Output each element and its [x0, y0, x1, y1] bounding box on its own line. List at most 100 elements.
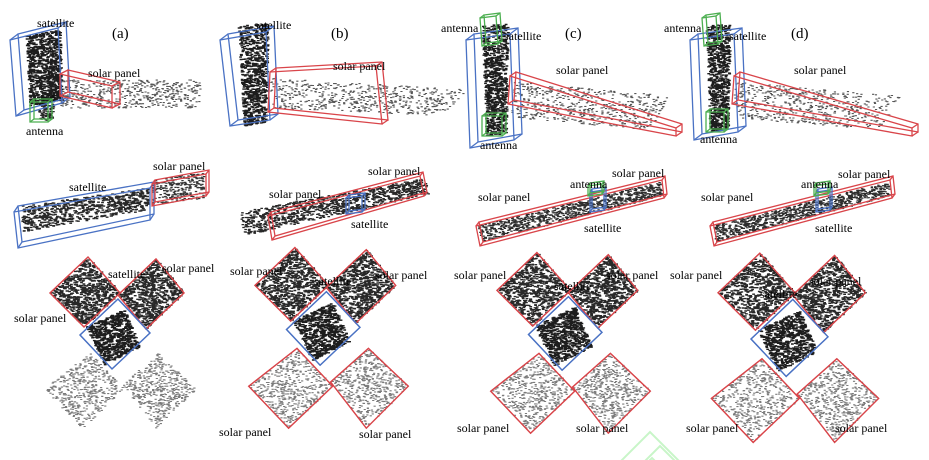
point-cloud [46, 353, 124, 428]
label-antenna: antenna [441, 21, 479, 35]
antenna-box [587, 182, 591, 187]
point-cloud [705, 24, 732, 132]
satellite-box [361, 192, 366, 197]
solar-panel-box [479, 241, 484, 247]
solar-panel-box [117, 258, 185, 330]
solar-panel-box [571, 352, 652, 435]
solar-panel-box [151, 179, 156, 185]
satellite-box [465, 33, 475, 41]
label-satellite: satellite [69, 180, 107, 194]
solar-panel-box [205, 169, 210, 175]
label-solar-panel: solar panel [368, 164, 421, 178]
label-solar-panel: solar panel [809, 274, 862, 288]
label-satellite: satellite [504, 29, 542, 43]
solar-panel-box [796, 357, 880, 444]
point-cloud [511, 82, 669, 130]
point-cloud [573, 355, 650, 432]
satellite-box [829, 206, 833, 211]
watermark [620, 430, 680, 460]
label-solar-panel: solar panel [670, 268, 723, 282]
label-antenna: antenna [570, 177, 608, 191]
solar-panel-box [329, 347, 410, 430]
point-cloud [250, 350, 333, 427]
label-solar-panel: solar panel [606, 268, 659, 282]
point-cloud [712, 360, 799, 441]
panel-b-row1 [219, 23, 465, 127]
panel-c-row3 [489, 251, 652, 435]
point-cloud [21, 188, 151, 232]
satellite-box [815, 208, 819, 213]
label-satellite: satellite [554, 279, 592, 293]
solar-panel-box [267, 107, 275, 113]
label-satellite: satellite [729, 29, 767, 43]
label-satellite: satellite [254, 18, 292, 32]
label-solar-panel: solar panel [576, 421, 629, 435]
solar-panel-box [111, 81, 121, 87]
label-satellite: satellite [108, 267, 146, 281]
point-cloud [237, 23, 270, 127]
antenna-box [501, 132, 507, 137]
solar-panel-box [733, 71, 741, 77]
antenna-box [723, 128, 729, 133]
watermark-arrow [620, 430, 680, 460]
satellite-box [509, 27, 519, 35]
label-satellite: satellite [760, 287, 798, 301]
panel-c-row2 [475, 175, 668, 247]
satellite-box [527, 295, 603, 372]
solar-panel-box [419, 171, 424, 177]
solar-panel-box [889, 175, 894, 181]
solar-panel-box [423, 191, 428, 197]
satellite-box [17, 241, 23, 249]
solar-panel-box [269, 67, 277, 73]
solar-panel-box [475, 221, 480, 227]
solar-panel-box [713, 241, 718, 247]
point-cloud [118, 259, 184, 329]
solar-panel-box [911, 123, 919, 129]
antenna-box [495, 12, 501, 17]
point-cloud [793, 256, 867, 333]
solar-panel-box [271, 235, 276, 241]
satellite-box [345, 194, 350, 199]
point-cloud [758, 311, 818, 372]
label-solar-panel: solar panel [230, 264, 283, 278]
solar-panel-box [111, 103, 121, 109]
antenna-box [703, 42, 709, 47]
solar-panel-box [267, 211, 272, 217]
label-antenna: antenna [26, 124, 64, 138]
point-cloud [151, 173, 206, 205]
solar-panel-box [507, 99, 515, 105]
point-cloud [86, 310, 141, 366]
satellite-box [149, 213, 155, 221]
satellite-box [265, 25, 275, 33]
satellite-box [345, 210, 350, 215]
label-antenna: antenna [700, 132, 738, 146]
satellite-box [15, 109, 25, 117]
panel-a-row1 [9, 21, 202, 123]
satellite-box [13, 205, 19, 213]
label-antenna: antenna [664, 21, 702, 35]
panel-b-row3 [247, 246, 410, 430]
solar-panel-box [329, 347, 410, 430]
label-satellite: satellite [37, 16, 75, 30]
label-solar-panel: solar panel [162, 261, 215, 275]
satellite-box [589, 208, 593, 213]
antenna-box [601, 190, 605, 195]
panel-d-row1 [689, 12, 919, 141]
point-cloud [569, 256, 639, 329]
antenna-box [705, 128, 711, 133]
solar-panel-box [675, 123, 683, 129]
label-solar-panel: solar panel [359, 427, 412, 441]
antenna-box [715, 12, 721, 17]
panel-title-d: (d) [791, 26, 809, 42]
label-satellite: satellite [584, 221, 622, 235]
solar-panel-box [709, 221, 714, 227]
point-cloud [798, 361, 878, 443]
point-cloud [536, 307, 593, 366]
label-solar-panel: solar panel [333, 59, 386, 73]
label-solar-panel: solar panel [835, 421, 888, 435]
solar-panel-box [381, 119, 389, 125]
antenna-box [813, 192, 817, 197]
antenna-box [827, 190, 831, 195]
panel-title-a: (a) [112, 26, 129, 42]
